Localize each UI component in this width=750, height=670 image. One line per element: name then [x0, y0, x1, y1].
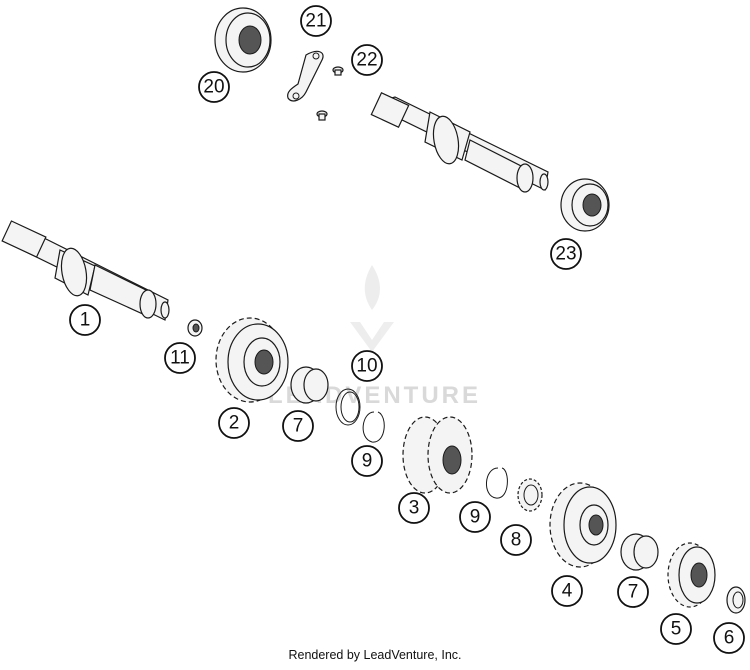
washer-6[interactable] [726, 586, 746, 614]
callout-7a[interactable]: 7 [282, 410, 314, 442]
callout-8[interactable]: 8 [500, 524, 532, 556]
svg-text:3: 3 [409, 498, 420, 519]
gear-2[interactable] [215, 317, 289, 403]
callout-4[interactable]: 4 [551, 575, 583, 607]
callout-3[interactable]: 3 [398, 492, 430, 524]
callout-5[interactable]: 5 [660, 613, 692, 645]
thrust-washer-8[interactable] [517, 478, 543, 512]
callout-7b[interactable]: 7 [617, 576, 649, 608]
gear-3[interactable] [402, 416, 473, 494]
watermark-logo [350, 265, 394, 352]
gear-5[interactable] [667, 542, 716, 608]
svg-text:9: 9 [470, 507, 481, 528]
washer-10[interactable] [335, 388, 361, 426]
callout-6[interactable]: 6 [713, 622, 745, 654]
callout-22[interactable]: 22 [351, 44, 383, 76]
callout-11[interactable]: 11 [164, 342, 196, 374]
svg-text:11: 11 [170, 348, 190, 369]
svg-text:20: 20 [203, 77, 224, 98]
svg-text:8: 8 [511, 530, 522, 551]
gear-4[interactable] [549, 482, 617, 568]
countershaft-upper[interactable] [370, 91, 549, 193]
svg-text:5: 5 [671, 619, 682, 640]
svg-text:23: 23 [555, 244, 576, 265]
svg-text:6: 6 [724, 628, 735, 649]
bearing-23[interactable] [560, 178, 610, 232]
svg-text:10: 10 [356, 356, 377, 377]
locking-plate-21[interactable] [287, 50, 324, 102]
svg-text:21: 21 [305, 11, 326, 32]
needle-bearing-7a[interactable] [290, 366, 329, 404]
needle-bearing-7b[interactable] [620, 533, 659, 571]
circlip-9b[interactable] [486, 467, 508, 499]
callout-1[interactable]: 1 [69, 304, 101, 336]
callout-21[interactable]: 21 [300, 5, 332, 37]
svg-text:1: 1 [80, 310, 91, 331]
callout-2[interactable]: 2 [218, 407, 250, 439]
bearing-20[interactable] [214, 7, 272, 73]
callout-23[interactable]: 23 [550, 238, 582, 270]
svg-text:9: 9 [362, 451, 373, 472]
callout-9b[interactable]: 9 [459, 501, 491, 533]
callout-10[interactable]: 10 [351, 350, 383, 382]
main-shaft-1[interactable] [1, 220, 170, 321]
callout-9a[interactable]: 9 [351, 445, 383, 477]
svg-text:22: 22 [356, 50, 377, 71]
svg-text:7: 7 [293, 416, 304, 437]
screw-22[interactable] [316, 66, 344, 121]
svg-text:7: 7 [628, 582, 639, 603]
svg-text:4: 4 [562, 581, 573, 602]
svg-text:2: 2 [229, 413, 240, 434]
callout-20[interactable]: 20 [198, 71, 230, 103]
bush-11[interactable] [187, 319, 203, 337]
circlip-9a[interactable] [362, 411, 385, 443]
footer-credit: Rendered by LeadVenture, Inc. [288, 648, 462, 662]
